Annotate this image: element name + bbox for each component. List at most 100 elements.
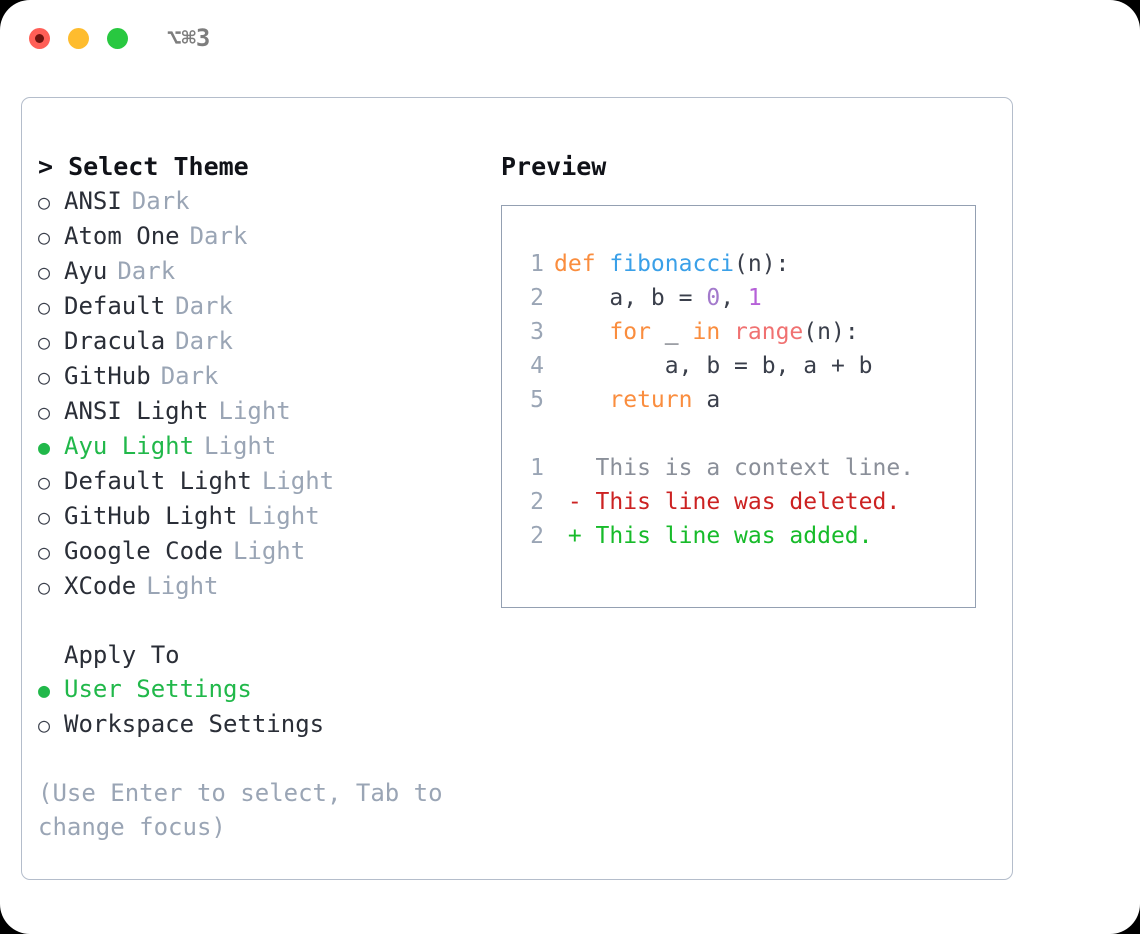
line-number: 4 (530, 353, 544, 379)
title-bar: ⌥⌘3 (0, 0, 1140, 78)
code-line: 3 for _ in range(n): (502, 315, 975, 349)
preview-heading: Preview (501, 152, 607, 181)
line-number: 2 (530, 285, 544, 311)
option-label: GitHub (64, 362, 151, 390)
code-token-fn: fibonacci (609, 251, 735, 277)
radio-unselected-icon: ○ (38, 713, 51, 737)
option-category-tag: Light (146, 572, 219, 600)
option-category-tag: Light (232, 537, 306, 565)
option-label: Ayu (64, 257, 108, 285)
line-number: 3 (530, 319, 544, 345)
option-label: Default (64, 292, 166, 320)
maximize-window-button[interactable] (107, 28, 128, 49)
radio-unselected-icon: ○ (38, 470, 51, 494)
option-label: User Settings (64, 675, 252, 703)
code-token-txt (554, 383, 609, 417)
code-token-kw: for (609, 319, 665, 345)
radio-unselected-icon: ○ (38, 260, 51, 284)
code-token-txt: (n): (803, 319, 859, 345)
list-spacer (38, 604, 493, 638)
option-label: ANSI Light (64, 397, 209, 425)
code-token-kw: in (692, 319, 735, 345)
option-category-tag: Light (261, 467, 335, 495)
theme-option-xcode[interactable]: ○ XCode Light (38, 569, 493, 604)
radio-unselected-icon: ○ (38, 190, 51, 214)
option-category-tag: Light (218, 397, 291, 425)
apply-option-user-settings[interactable]: ●User Settings (38, 672, 493, 707)
option-label: ANSI (64, 187, 122, 215)
theme-option-google-code[interactable]: ○ Google Code Light (38, 534, 493, 569)
option-label: Ayu Light (64, 432, 195, 460)
code-line: 2 a, b = 0, 1 (502, 281, 975, 315)
code-token-txt: a, b = (554, 285, 707, 311)
code-token-kw: return (609, 387, 707, 413)
radio-selected-icon: ● (38, 435, 51, 459)
line-number: 2 (530, 489, 544, 515)
theme-option-ansi[interactable]: ○ ANSI Dark (38, 184, 493, 219)
option-category-tag: Light (204, 432, 277, 460)
radio-unselected-icon: ○ (38, 225, 51, 249)
diff-sample: 1 This is a context line.2 - This line w… (502, 451, 975, 553)
line-number: 1 (530, 251, 544, 277)
option-category-tag: Light (247, 502, 320, 530)
theme-option-default-light[interactable]: ○ Default Light Light (38, 464, 493, 499)
line-number: 5 (530, 387, 544, 413)
code-line: 5 return a (502, 383, 975, 417)
option-label: Atom One (64, 222, 180, 250)
theme-option-github-light[interactable]: ○ GitHub Light Light (38, 499, 493, 534)
select-theme-heading: > Select Theme (38, 152, 249, 181)
theme-option-ayu[interactable]: ○ Ayu Dark (38, 254, 493, 289)
code-token-ctx: This is a context line. (554, 455, 915, 481)
radio-unselected-icon: ○ (38, 365, 51, 389)
option-label: Google Code (64, 537, 223, 565)
code-token-txt (554, 315, 609, 349)
line-number: 1 (530, 455, 544, 481)
radio-unselected-icon: ○ (38, 540, 51, 564)
diff-line: 1 This is a context line. (502, 451, 975, 485)
close-window-button[interactable] (29, 28, 50, 49)
code-token-txt: a, b = b, a + b (554, 353, 873, 379)
theme-option-ayu-light[interactable]: ● Ayu Light Light (38, 429, 493, 464)
code-token-num2: 1 (747, 285, 762, 311)
option-label: Workspace Settings (64, 710, 325, 738)
apply-to-list[interactable]: ●User Settings ○ Workspace Settings (38, 672, 493, 742)
code-token-add: + This line was added. (554, 523, 873, 549)
code-token-txt: (n): (734, 251, 790, 277)
code-token-num: 0 (706, 285, 721, 311)
keyboard-shortcut-label: ⌥⌘3 (167, 24, 211, 52)
option-label: Default Light (64, 467, 252, 495)
option-label: Dracula (64, 327, 166, 355)
code-token-txt: , (720, 285, 748, 311)
option-label: GitHub Light (64, 502, 238, 530)
diff-line: 2 - This line was deleted. (502, 485, 975, 519)
code-line: 4 a, b = b, a + b (502, 349, 975, 383)
code-token-call: range (734, 319, 804, 345)
minimize-window-button[interactable] (68, 28, 89, 49)
keyboard-hint-text: (Use Enter to select, Tab to change focu… (38, 779, 458, 841)
option-label: XCode (64, 572, 137, 600)
radio-unselected-icon: ○ (38, 295, 51, 319)
line-number: 2 (530, 523, 544, 549)
radio-unselected-icon: ○ (38, 330, 51, 354)
code-token-kw: def (554, 251, 610, 277)
code-token-txt: a (706, 387, 721, 413)
radio-unselected-icon: ○ (38, 505, 51, 529)
code-token-del: - This line was deleted. (554, 489, 901, 515)
option-category-tag: Dark (117, 257, 176, 285)
code-token-txt: _ (664, 319, 693, 345)
apply-option-workspace-settings[interactable]: ○ Workspace Settings (38, 707, 493, 742)
option-category-tag: Dark (131, 187, 190, 215)
radio-unselected-icon: ○ (38, 575, 51, 599)
apply-to-heading: Apply To (64, 641, 180, 669)
